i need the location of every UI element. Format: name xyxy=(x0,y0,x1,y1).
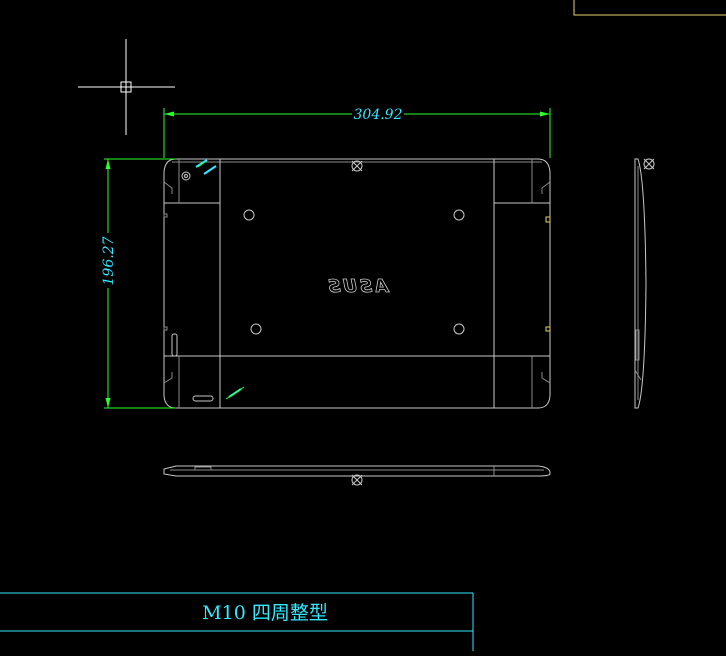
tablet-side-view xyxy=(634,158,647,409)
height-dimension-label: 196.27 xyxy=(101,236,117,285)
tablet-bottom-view xyxy=(163,465,551,477)
brand-logo-text: ASUS xyxy=(326,276,390,297)
crosshair-cursor-icon xyxy=(78,39,175,135)
center-mark-icon xyxy=(643,158,655,170)
drawing-frame-corner xyxy=(573,0,726,16)
width-dimension-label: 304.92 xyxy=(354,107,403,123)
center-mark-icon xyxy=(351,474,363,486)
leader-marker xyxy=(195,159,245,400)
edge-marker xyxy=(545,216,551,332)
brand-logo: ASUS xyxy=(325,276,390,298)
center-mark-icon xyxy=(351,160,363,172)
drawing-title: M10 四周整型 xyxy=(202,602,328,624)
width-dimension xyxy=(163,108,551,158)
height-dimension xyxy=(104,158,176,409)
tablet-front-view xyxy=(163,158,551,409)
title-block xyxy=(0,592,474,651)
